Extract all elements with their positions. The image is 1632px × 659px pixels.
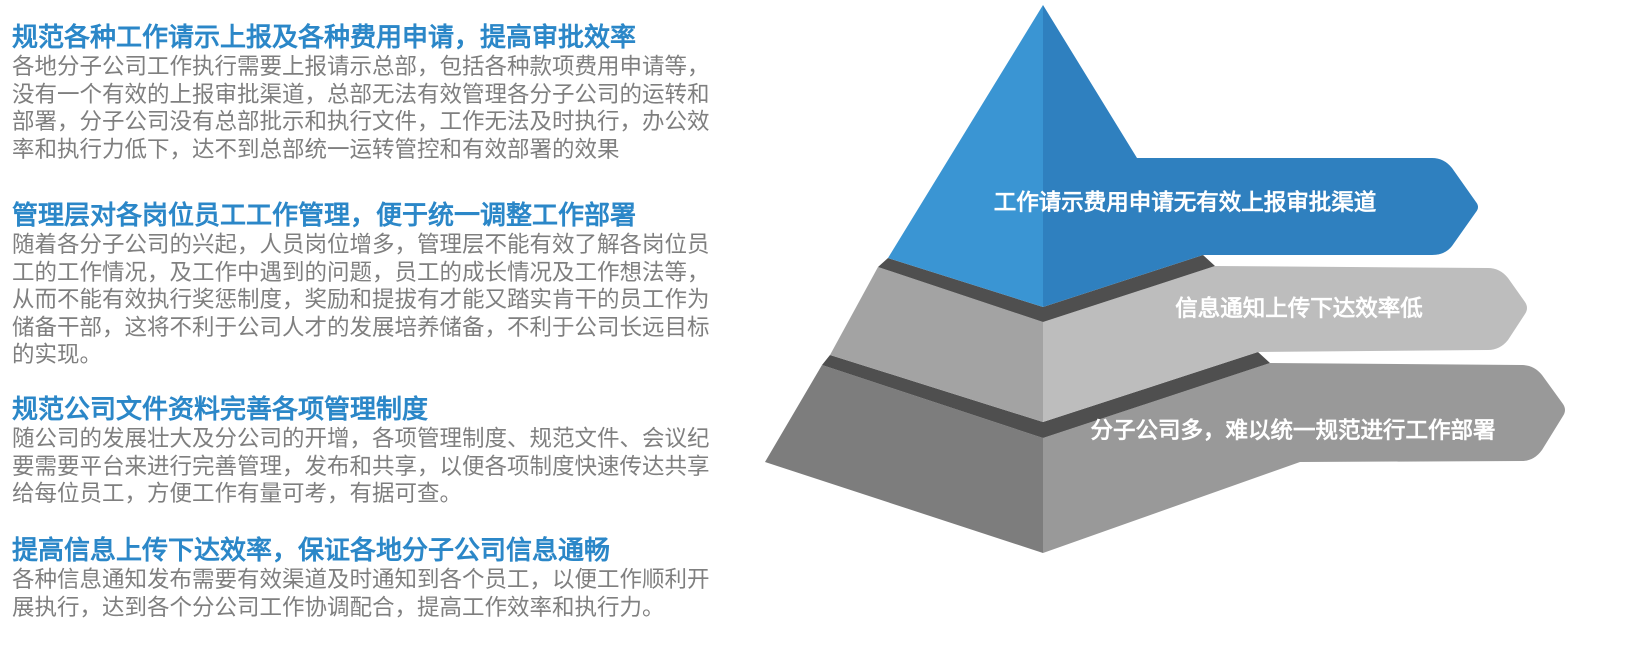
- section-body-line: 工的工作情况，及工作中遇到的问题，员工的成长情况及工作想法等，: [12, 259, 710, 286]
- pyramid-level-3-label: 分子公司多，难以统一规范进行工作部署: [1090, 417, 1495, 444]
- section-body: 各种信息通知发布需要有效渠道及时通知到各个员工，以便工作顺利开 展执行，达到各个…: [12, 567, 742, 622]
- section-staff-management: 管理层对各岗位员工工作管理，便于统一调整工作部署 随着各分子公司的兴起，人员岗位…: [12, 201, 742, 370]
- section-body-line: 随公司的发展壮大及分公司的开增，各项管理制度、规范文件、会议纪: [12, 426, 710, 452]
- section-body: 随着各分子公司的兴起，人员岗位增多，管理层不能有效了解各岗位员 工的工作情况，及…: [12, 232, 742, 370]
- pyramid-level-2-left-face: [830, 267, 1043, 422]
- section-body-line: 展执行，达到各个分公司工作协调配合，提高工作效率和执行力。: [12, 594, 665, 621]
- pyramid-level-1-left-face: [888, 5, 1043, 307]
- section-body-line: 随着各分子公司的兴起，人员岗位增多，管理层不能有效了解各岗位员: [12, 232, 710, 258]
- pyramid-level-2-banner: [1043, 266, 1527, 422]
- section-body-line: 给每位员工，方便工作有量可考，有据可查。: [12, 481, 463, 507]
- section-body-line: 的实现。: [12, 342, 103, 368]
- pyramid-level-3-left-face: [765, 365, 1043, 553]
- section-body-line: 没有一个有效的上报审批渠道，总部无法有效管理各分子公司的运转和: [12, 81, 710, 108]
- section-body-line: 储备干部，这将不利于公司人才的发展培养储备，不利于公司长远目标: [12, 314, 710, 341]
- section-body-line: 各种信息通知发布需要有效渠道及时通知到各个员工，以便工作顺利开: [12, 567, 710, 593]
- section-body-line: 要需要平台来进行完善管理，发布和共享，以便各项制度快速传达共享: [12, 453, 710, 480]
- section-body: 各地分子公司工作执行需要上报请示总部，包括各种款项费用申请等， 没有一个有效的上…: [12, 54, 742, 164]
- pyramid-level-1-label: 工作请示费用申请无有效上报审批渠道: [994, 189, 1377, 216]
- section-body-line: 率和执行力低下，达不到总部统一运转管控和有效部署的效果: [12, 136, 620, 163]
- section-title: 管理层对各岗位员工工作管理，便于统一调整工作部署: [12, 201, 637, 231]
- section-information-flow: 提高信息上传下达效率，保证各地分子公司信息通畅 各种信息通知发布需要有效渠道及时…: [12, 536, 742, 622]
- pyramid-level-2-label: 信息通知上传下达效率低: [1175, 295, 1423, 322]
- section-approval-efficiency: 规范各种工作请示上报及各种费用申请，提高审批效率 各地分子公司工作执行需要上报请…: [12, 23, 742, 164]
- pyramid-level-3-banner: [1043, 363, 1565, 553]
- section-body: 随公司的发展壮大及分公司的开增，各项管理制度、规范文件、会议纪 要需要平台来进行…: [12, 426, 742, 509]
- pyramid-separator-1: [878, 255, 1215, 322]
- pyramid-level-1-banner: [1043, 5, 1478, 307]
- section-title: 提高信息上传下达效率，保证各地分子公司信息通畅: [12, 536, 611, 566]
- section-body-line: 各地分子公司工作执行需要上报请示总部，包括各种款项费用申请等，: [12, 54, 710, 80]
- section-title: 规范公司文件资料完善各项管理制度: [12, 395, 429, 425]
- section-body-line: 部署，分子公司没有总部批示和执行文件，工作无法及时执行，办公效: [12, 109, 710, 135]
- section-body-line: 从而不能有效执行奖惩制度，奖励和提拔有才能又踏实肯干的员工作为: [12, 287, 710, 313]
- section-title: 规范各种工作请示上报及各种费用申请，提高审批效率: [12, 23, 637, 53]
- section-document-management: 规范公司文件资料完善各项管理制度 随公司的发展壮大及分公司的开增，各项管理制度、…: [12, 395, 742, 509]
